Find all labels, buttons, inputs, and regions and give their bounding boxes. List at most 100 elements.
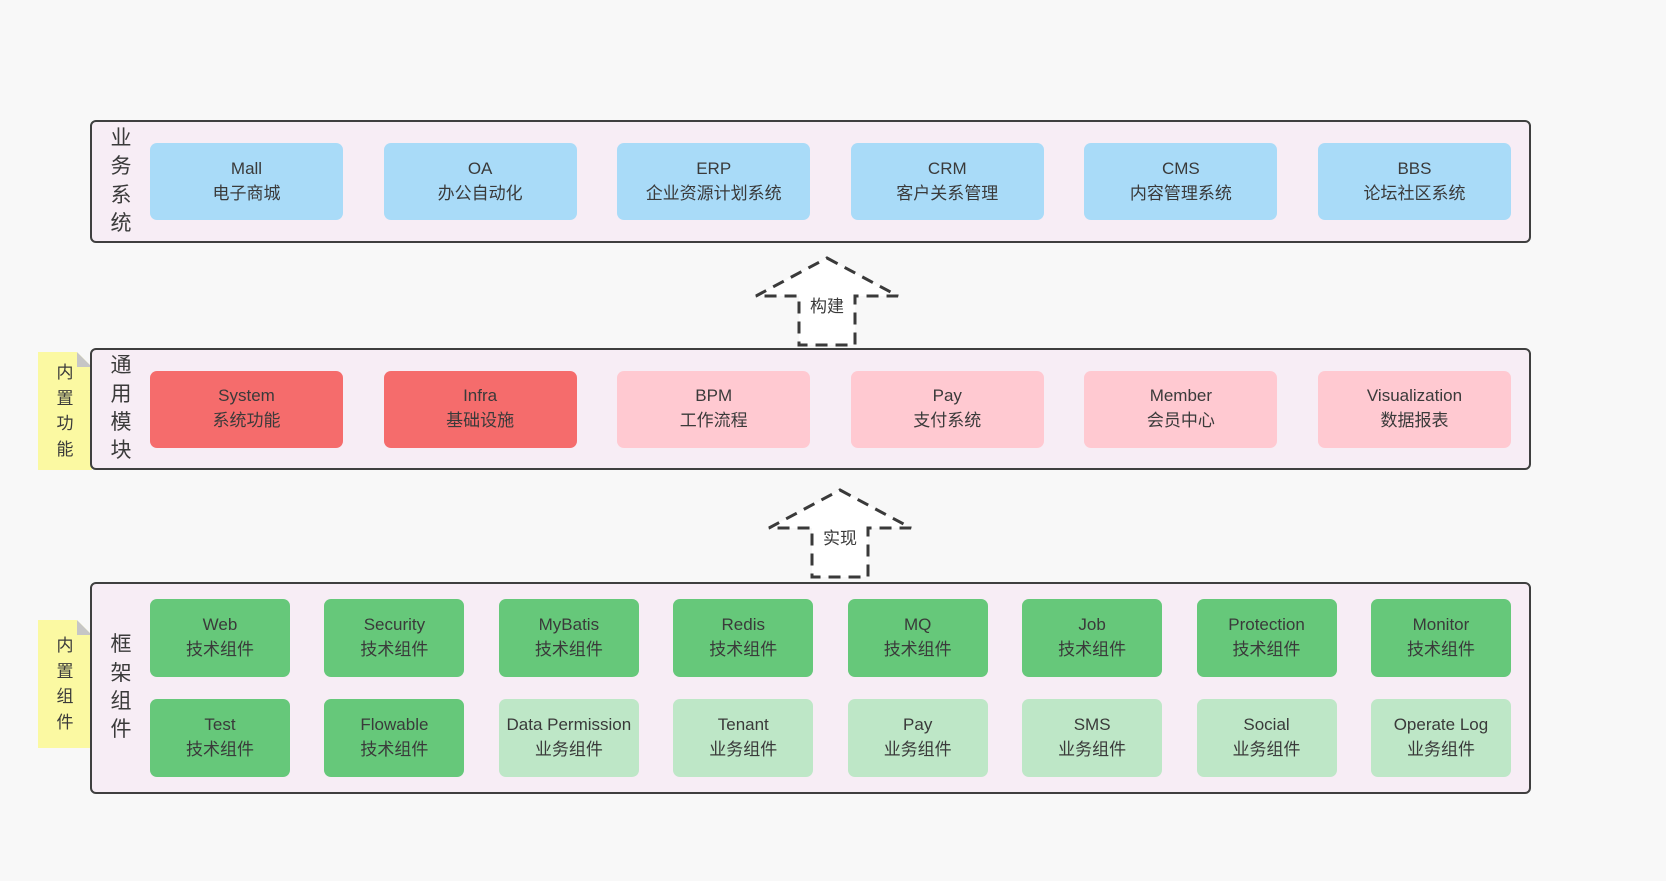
section-label-column: 通用模块: [92, 350, 150, 468]
box-subtitle: 系统功能: [212, 411, 281, 430]
box-visualization: Visualization 数据报表: [1317, 370, 1511, 448]
framework-row-1: Web 技术组件 Security 技术组件 MyBatis 技术组件 Redi…: [150, 599, 1529, 677]
arrow-up-shape: [768, 488, 912, 579]
section-label-column: 业务系统: [92, 122, 150, 241]
box-subtitle: 客户关系管理: [896, 183, 999, 203]
framework-row-2: Test 技术组件 Flowable 技术组件 Data Permission …: [150, 699, 1529, 777]
box-title: Web: [202, 615, 238, 635]
box-redis: Redis 技术组件: [673, 599, 814, 677]
box-title: Protection: [1228, 615, 1305, 635]
box-title: ERP: [696, 158, 732, 178]
box-tenant: Tenant 业务组件: [673, 699, 814, 777]
box-title: MyBatis: [538, 615, 600, 635]
sticky-note-built-in-components: 内置组件: [38, 620, 92, 748]
box-title: Mall: [230, 158, 263, 178]
box-title: MQ: [903, 615, 932, 635]
common-boxes-row: System 系统功能 Infra 基础设施 BPM 工作流程 Pay 支付系统…: [150, 350, 1529, 468]
box-mall: Mall 电子商城: [150, 143, 343, 220]
box-sms: SMS 业务组件: [1022, 699, 1163, 777]
box-subtitle: 企业资源计划系统: [645, 183, 782, 203]
box-title: Data Permission: [506, 715, 632, 735]
box-test: Test 技术组件: [150, 699, 290, 777]
box-flowable: Flowable 技术组件: [324, 699, 465, 777]
box-subtitle: 电子商城: [212, 183, 281, 203]
box-subtitle: 会员中心: [1146, 411, 1215, 430]
box-subtitle: 论坛社区系统: [1363, 183, 1466, 203]
box-bbs: BBS 论坛社区系统: [1317, 143, 1511, 220]
box-subtitle: 技术组件: [1232, 640, 1301, 659]
box-subtitle: 技术组件: [186, 740, 254, 759]
arrow-implement: 实现: [765, 487, 915, 581]
note-inner: 内置功能: [38, 352, 92, 470]
box-subtitle: 内容管理系统: [1129, 183, 1232, 203]
box-title: Job: [1078, 615, 1106, 635]
box-title: SMS: [1073, 715, 1111, 735]
box-operate-log: Operate Log 业务组件: [1370, 699, 1511, 777]
box-title: Tenant: [717, 715, 769, 735]
box-subtitle: 技术组件: [360, 640, 429, 659]
section-business-label: 业务系统: [110, 126, 132, 235]
box-title: Redis: [721, 615, 765, 635]
box-subtitle: 办公自动化: [437, 183, 523, 203]
box-title: BBS: [1397, 158, 1432, 178]
box-title: Flowable: [360, 715, 429, 735]
box-title: OA: [467, 158, 493, 178]
note-inner: 内置组件: [38, 620, 92, 748]
box-title: Operate Log: [1393, 715, 1489, 735]
box-subtitle: 技术组件: [534, 640, 603, 659]
box-infra: Infra 基础设施: [383, 370, 577, 448]
arrow-up-shape: [755, 256, 899, 347]
box-erp: ERP 企业资源计划系统: [617, 143, 811, 220]
box-subtitle: 业务组件: [709, 740, 778, 759]
box-title: CRM: [927, 158, 967, 178]
box-mybatis: MyBatis 技术组件: [498, 599, 639, 677]
section-business-systems: 业务系统 Mall 电子商城 OA 办公自动化 ERP 企业资源计划系统 CRM…: [90, 120, 1531, 243]
box-title: Monitor: [1412, 615, 1470, 635]
box-system: System 系统功能: [150, 370, 343, 448]
box-title: BPM: [695, 386, 733, 406]
box-title: Pay: [932, 386, 962, 406]
section-framework-components: 框架组件 Web 技术组件 Security 技术组件 MyBatis 技术组件…: [90, 582, 1531, 794]
box-protection: Protection 技术组件: [1196, 599, 1337, 677]
box-social: Social 业务组件: [1196, 699, 1337, 777]
box-cms: CMS 内容管理系统: [1084, 143, 1278, 220]
box-subtitle: 技术组件: [186, 640, 254, 659]
section-common-label: 通用模块: [110, 354, 132, 463]
box-subtitle: 业务组件: [534, 740, 603, 759]
box-subtitle: 工作流程: [679, 411, 748, 430]
box-mq: MQ 技术组件: [847, 599, 988, 677]
box-data-permission: Data Permission 业务组件: [498, 699, 639, 777]
box-title: Member: [1149, 386, 1213, 406]
arrow-implement-label: 实现: [823, 529, 857, 548]
box-member: Member 会员中心: [1084, 370, 1278, 448]
section-label-column: 框架组件: [92, 584, 150, 792]
box-title: Pay: [903, 715, 933, 735]
business-boxes-row: Mall 电子商城 OA 办公自动化 ERP 企业资源计划系统 CRM 客户关系…: [150, 122, 1529, 241]
note-label: 内置功能: [56, 363, 74, 459]
box-title: Security: [363, 615, 426, 635]
framework-boxes: Web 技术组件 Security 技术组件 MyBatis 技术组件 Redi…: [150, 584, 1529, 792]
box-subtitle: 技术组件: [709, 640, 778, 659]
box-subtitle: 业务组件: [1058, 740, 1127, 759]
box-pay: Pay 支付系统: [850, 370, 1044, 448]
box-oa: OA 办公自动化: [383, 143, 577, 220]
box-subtitle: 数据报表: [1380, 411, 1449, 430]
box-web: Web 技术组件: [150, 599, 290, 677]
sticky-note-built-in-features: 内置功能: [38, 352, 92, 470]
box-title: Test: [204, 715, 236, 735]
box-title: CMS: [1161, 158, 1200, 178]
box-crm: CRM 客户关系管理: [850, 143, 1044, 220]
box-job: Job 技术组件: [1022, 599, 1163, 677]
box-subtitle: 业务组件: [1406, 740, 1475, 759]
box-pay-component: Pay 业务组件: [847, 699, 988, 777]
section-framework-label: 框架组件: [110, 633, 132, 742]
box-subtitle: 支付系统: [913, 411, 982, 430]
box-title: System: [218, 386, 275, 406]
section-common-modules: 通用模块 System 系统功能 Infra 基础设施 BPM 工作流程 Pay…: [90, 348, 1531, 470]
box-bpm: BPM 工作流程: [617, 370, 811, 448]
arrow-build: 构建: [752, 255, 902, 349]
box-subtitle: 技术组件: [360, 740, 429, 759]
box-subtitle: 业务组件: [1232, 740, 1301, 759]
box-subtitle: 业务组件: [883, 740, 952, 759]
box-subtitle: 技术组件: [1058, 640, 1127, 659]
